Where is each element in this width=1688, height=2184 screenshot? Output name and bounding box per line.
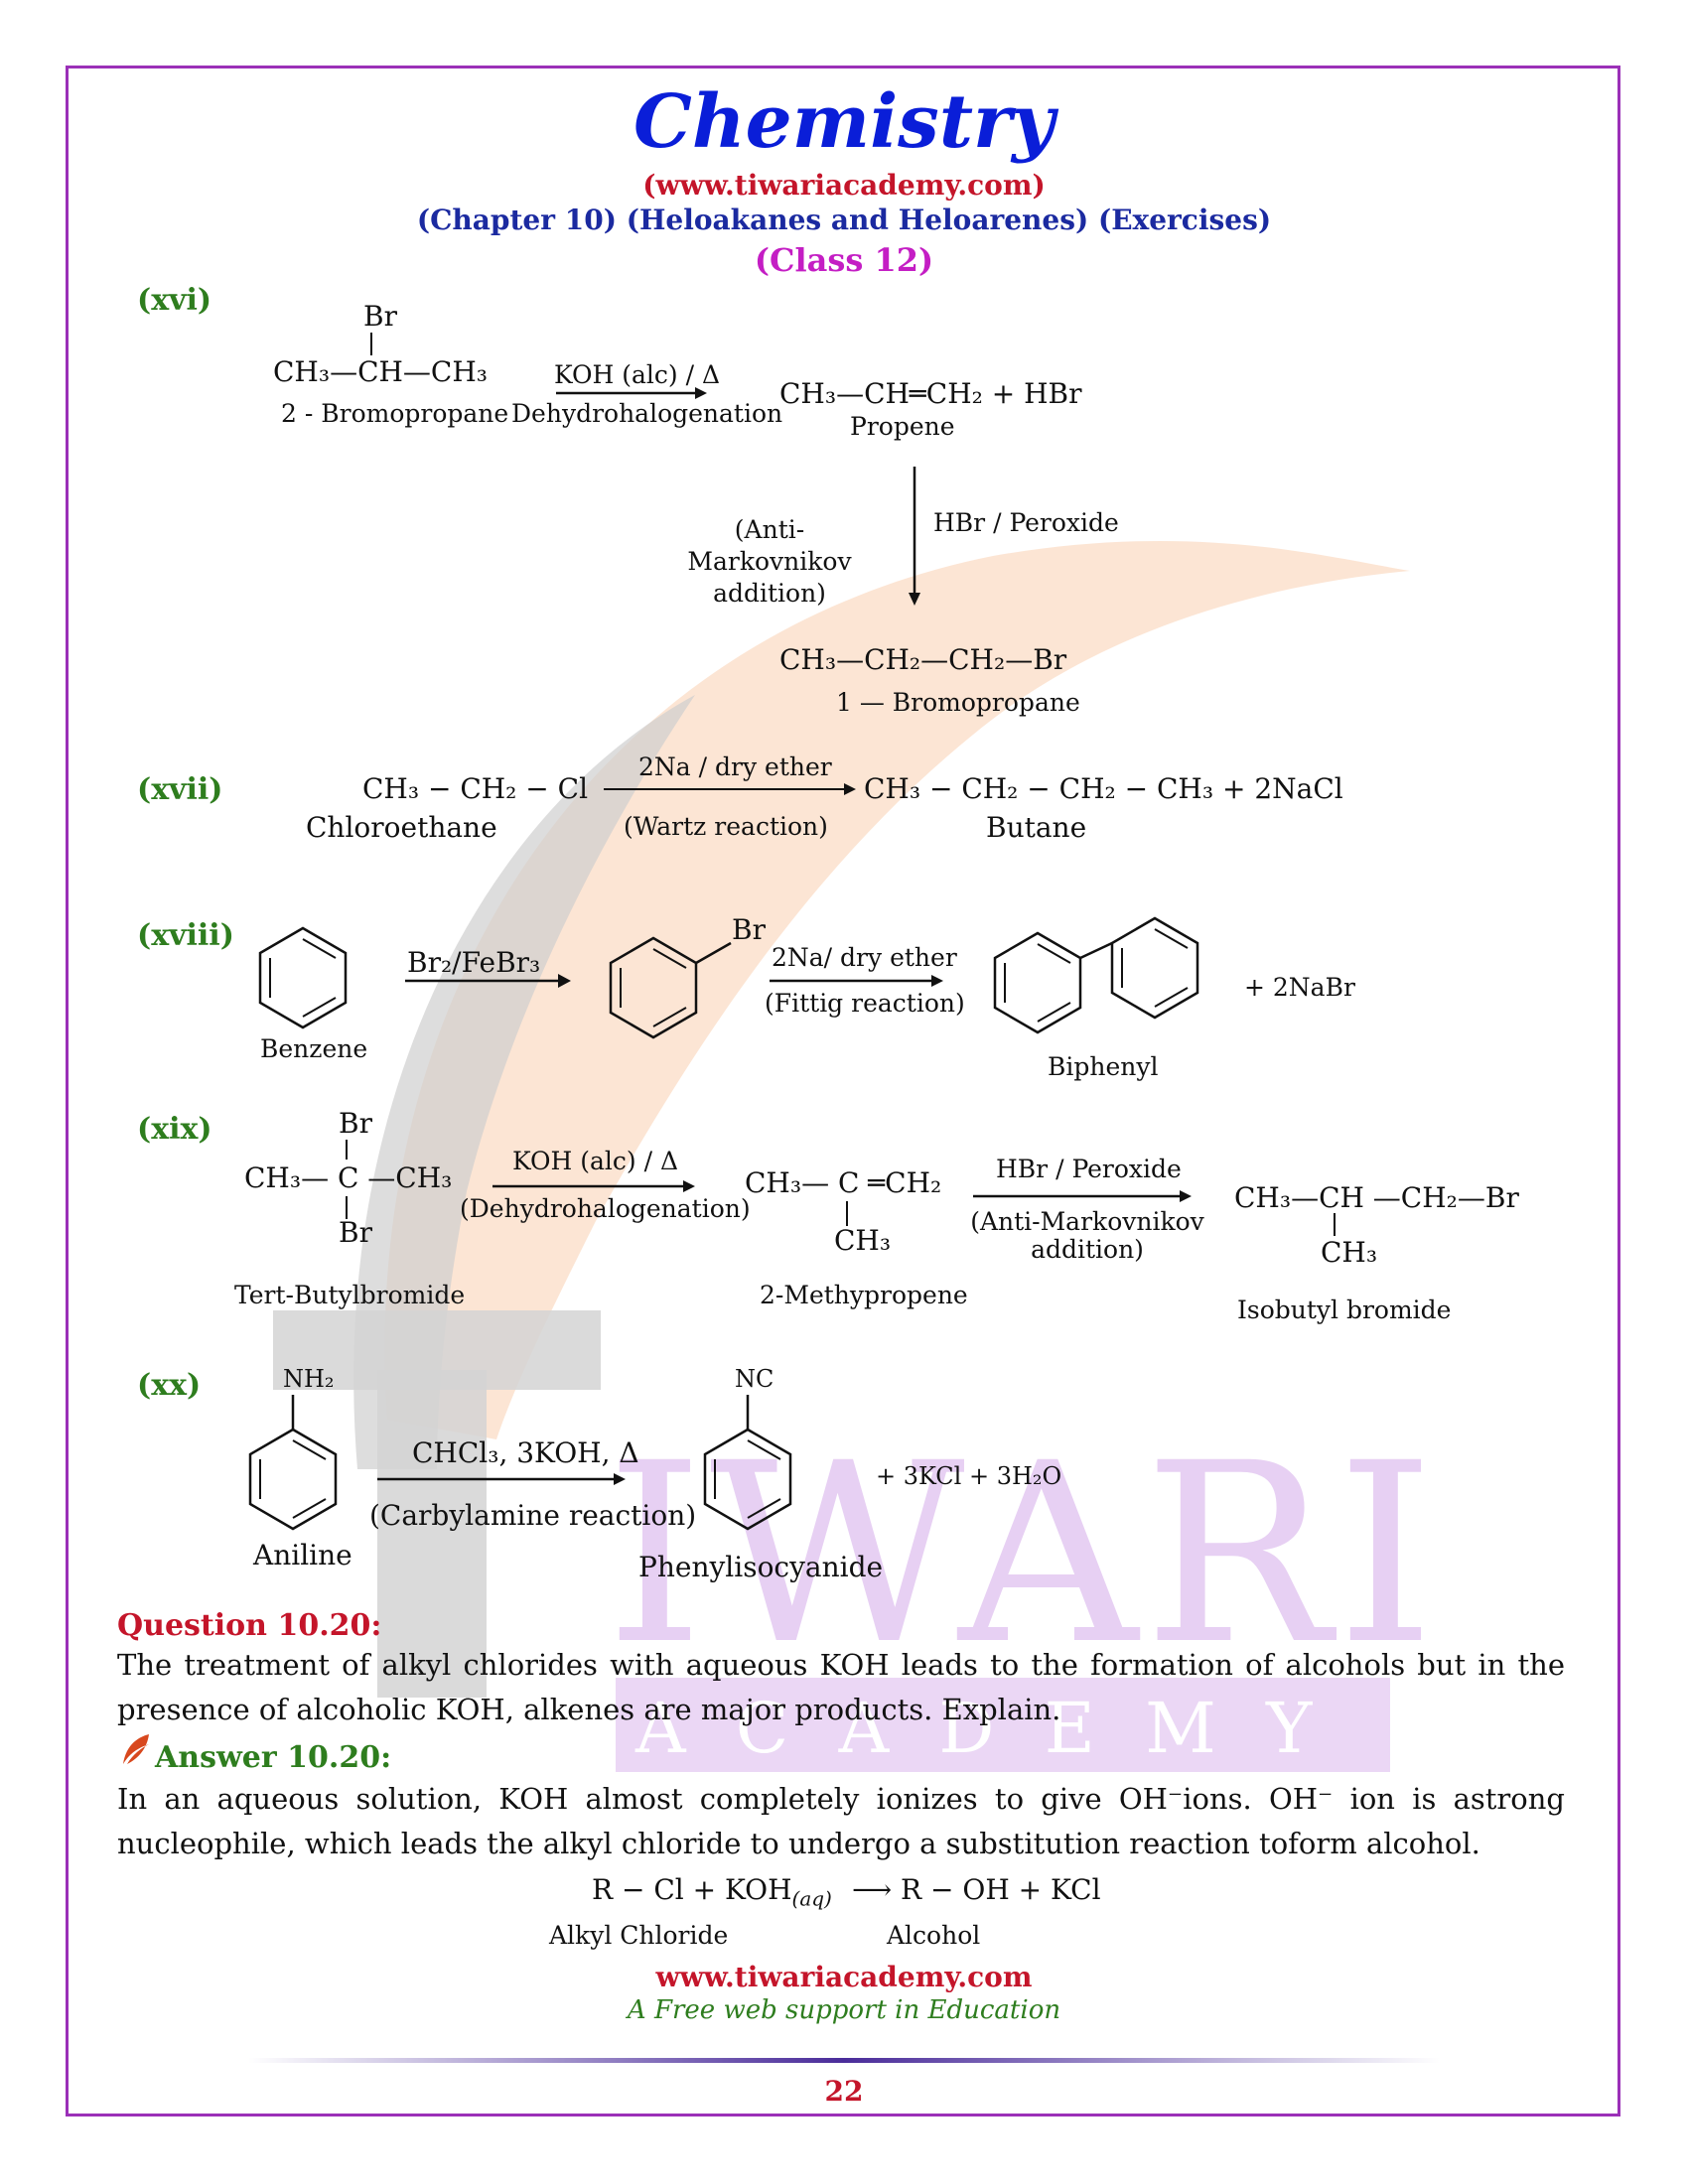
xix-reaction: (Dehydrohalogenation) <box>460 1194 751 1223</box>
xix-reactant-name: Tert-Butylbromide <box>234 1281 466 1309</box>
xviii-byproduct: + 2NaBr <box>1244 973 1355 1002</box>
xix-note2: (Anti-Markovnikov addition) <box>970 1207 1204 1264</box>
xvi-reaction: Dehydrohalogenation <box>511 399 783 428</box>
item-number-xx: (xx) <box>137 1368 202 1403</box>
phenylisocyanide-label: Phenylisocyanide <box>638 1551 884 1583</box>
xvi-br: Br <box>363 300 397 333</box>
xx-reagent: CHCl₃, 3KOH, Δ <box>412 1436 639 1469</box>
xvi-final: CH₃—CH₂—CH₂—Br <box>779 643 1067 676</box>
aniline-ring <box>248 1395 338 1531</box>
benzene-ring <box>258 926 348 1029</box>
footer-divider <box>248 2058 1440 2063</box>
xvi-down-reagent: HBr / Peroxide <box>933 508 1119 537</box>
xvi-product: CH₃—CH═CH₂ + HBr <box>779 377 1082 410</box>
question-label: Question 10.20: <box>117 1608 382 1643</box>
equation-left-text: R − Cl + KOH <box>592 1873 792 1906</box>
xx-arrow <box>377 1473 626 1485</box>
benzene-label: Benzene <box>260 1034 368 1063</box>
xix-br-bottom: Br <box>339 1216 372 1249</box>
xvi-product-name: Propene <box>850 412 955 441</box>
item-number-xvi: (xvi) <box>137 283 212 318</box>
feather-icon <box>123 1734 149 1764</box>
answer-text: In an aqueous solution, KOH almost compl… <box>117 1782 1565 1860</box>
aniline-label: Aniline <box>253 1539 352 1571</box>
xix-arrow1 <box>492 1180 695 1192</box>
xvi-side-note: (Anti-Markovnikov addition) <box>687 515 852 608</box>
footer-website[interactable]: www.tiwariacademy.com <box>655 1961 1033 1993</box>
xvi-bond <box>370 333 372 355</box>
question-text: The treatment of alkyl chlorides with aq… <box>117 1648 1565 1726</box>
bromobenzene-ring <box>609 936 732 1039</box>
xx-reaction: (Carbylamine reaction) <box>369 1499 697 1532</box>
equation-left-name: Alkyl Chloride <box>549 1921 729 1950</box>
aniline-nh2: NH₂ <box>283 1365 335 1393</box>
phenylisocyanide-nc: NC <box>735 1365 774 1393</box>
xix-product: CH₃— C ═CH₂ <box>745 1166 942 1199</box>
xvii-product-name: Butane <box>986 811 1087 844</box>
xviii-arrow1 <box>405 974 571 988</box>
xvii-reaction: (Wartz reaction) <box>624 812 828 841</box>
xx-byproducts: + 3KCl + 3H₂O <box>876 1462 1062 1490</box>
xix-bonds <box>346 1140 348 1219</box>
xviii-arrow2 <box>770 975 943 987</box>
page-border <box>66 66 1620 2116</box>
xix-reagent2: HBr / Peroxide <box>996 1155 1182 1183</box>
xvii-reactant: CH₃ − CH₂ − Cl <box>362 772 589 805</box>
xvii-product: CH₃ − CH₂ − CH₂ − CH₃ + 2NaCl <box>864 772 1343 805</box>
xvi-reagent: KOH (alc) / Δ <box>554 360 721 389</box>
page-title: Chemistry <box>633 79 1055 165</box>
footer-tagline: A Free web support in Education <box>627 1995 1061 2025</box>
xvi-arrow <box>556 387 707 399</box>
xvi-final-name: 1 — Bromopropane <box>836 688 1080 717</box>
xviii-reagent1: Br₂/FeBr₃ <box>407 946 541 979</box>
xix-reactant: CH₃— C —CH₃ <box>244 1161 453 1194</box>
xvii-reactant-name: Chloroethane <box>306 811 497 844</box>
xix-product-ch3: CH₃ <box>834 1224 892 1257</box>
equation-right-name: Alcohol <box>887 1921 981 1950</box>
xviii-reagent2: 2Na/ dry ether <box>772 943 957 972</box>
xix-product-name: 2-Methypropene <box>760 1281 968 1309</box>
item-number-xvii: (xvii) <box>137 772 223 807</box>
equation-right: ⟶ R − OH + KCl <box>852 1873 1101 1906</box>
page-number: 22 <box>824 2075 864 2108</box>
xix-product-bond <box>846 1201 848 1226</box>
xix-reagent: KOH (alc) / Δ <box>512 1147 679 1175</box>
xix-arrow2 <box>973 1190 1192 1202</box>
class-heading: (Class 12) <box>754 241 934 279</box>
xvi-reactant-name: 2 - Bromopropane <box>281 399 509 428</box>
item-number-xviii: (xviii) <box>137 918 234 953</box>
item-number-xix: (xix) <box>137 1112 212 1147</box>
xix-final: CH₃—CH —CH₂—Br <box>1234 1181 1519 1214</box>
xviii-reaction: (Fittig reaction) <box>765 989 965 1018</box>
equation-subscript: (aq) <box>791 1886 832 1911</box>
xvii-reagent: 2Na / dry ether <box>638 752 832 781</box>
header-website: (www.tiwariacademy.com) <box>642 169 1046 202</box>
phenylisocyanide-ring <box>703 1395 792 1531</box>
xix-br-top: Br <box>339 1107 372 1140</box>
xvii-arrow <box>604 783 856 795</box>
answer-label: Answer 10.20: <box>155 1740 392 1775</box>
equation-left: R − Cl + KOH(aq) <box>592 1873 832 1911</box>
xvi-down-arrow <box>909 467 920 606</box>
biphenyl-rings <box>993 916 1199 1034</box>
bromobenzene-br: Br <box>732 913 766 946</box>
chapter-heading: (Chapter 10) (Heloakanes and Heloarenes)… <box>416 204 1272 236</box>
xix-final-ch3: CH₃ <box>1321 1236 1378 1269</box>
xix-final-bond <box>1334 1213 1336 1236</box>
biphenyl-label: Biphenyl <box>1048 1052 1159 1081</box>
xvi-reactant: CH₃—CH—CH₃ <box>273 355 488 388</box>
xix-final-name: Isobutyl bromide <box>1237 1296 1452 1324</box>
